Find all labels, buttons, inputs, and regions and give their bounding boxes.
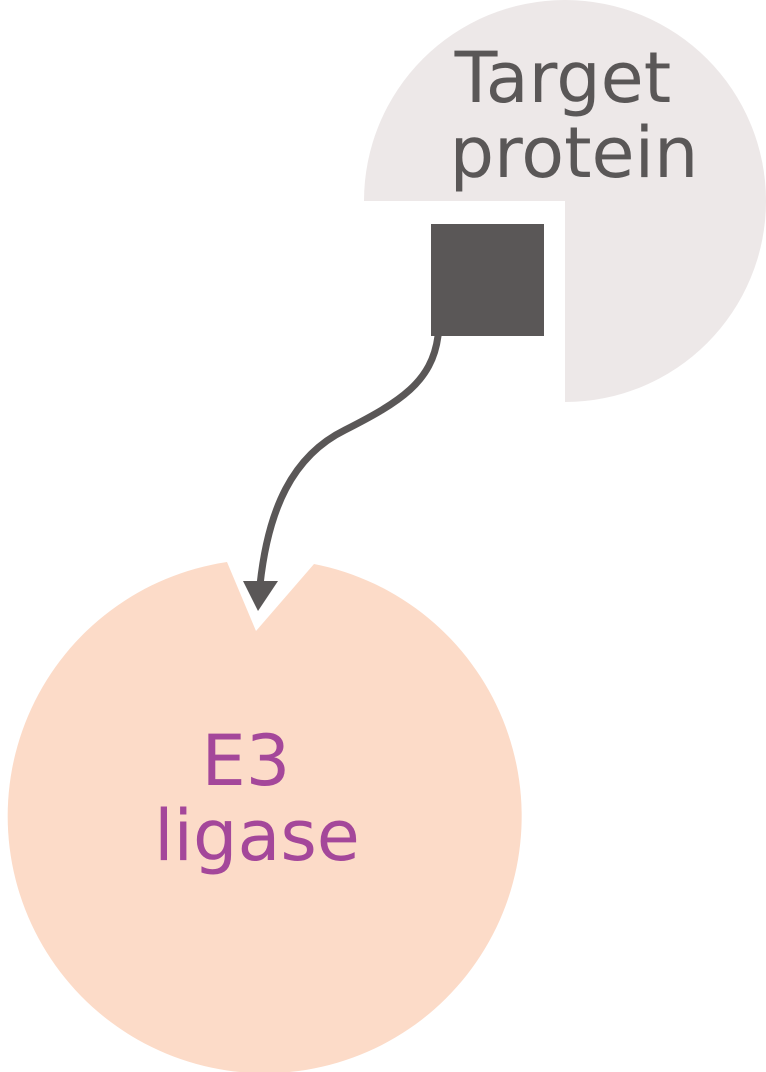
e3-ligase-label: E3 ligase (154, 720, 360, 877)
target-protein-label: Target protein (450, 37, 699, 194)
arrow-head (243, 581, 278, 611)
e3-ligase-shape (7, 562, 522, 1072)
e3-ligase-label-line2: ligase (154, 795, 360, 877)
e3-ligase-label-line1: E3 (201, 720, 290, 802)
target-protein-label-line2: protein (450, 112, 699, 194)
linker-curve (256, 332, 442, 589)
target-protein-shape (364, 0, 766, 402)
ligand-square (431, 224, 544, 336)
target-protein-label-line1: Target (454, 37, 672, 119)
